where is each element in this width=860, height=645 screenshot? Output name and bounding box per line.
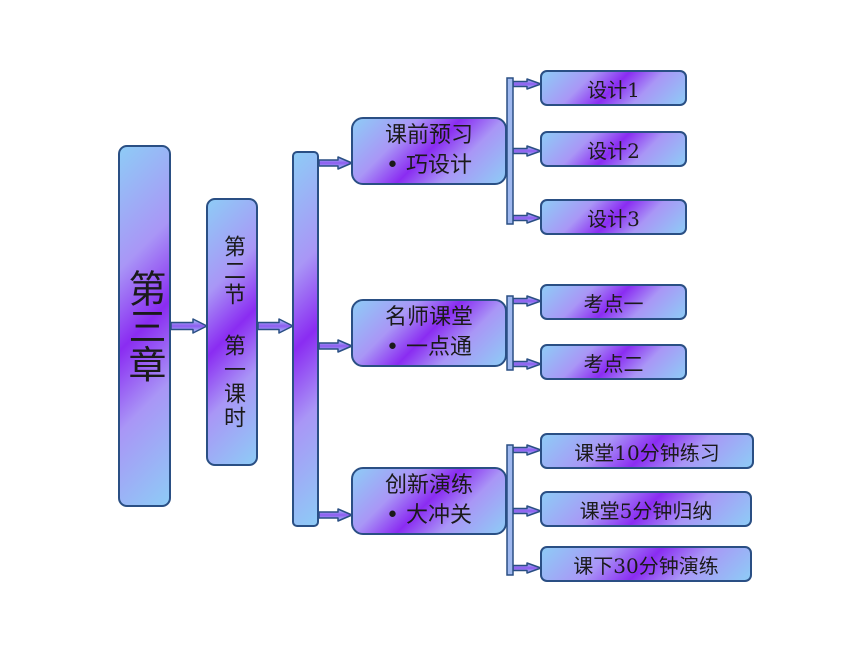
leaf-label: 设计3 [587,206,640,231]
leaf-label: 课堂5分钟归纳 [579,498,713,523]
arrow-to-homework-30min [512,562,542,574]
group-title-practice: 创新演练 [384,473,473,498]
group-subtitle-practice: • 大冲关 [386,503,472,528]
arrow-to-design-1 [512,78,542,90]
arrow-to-practice-10min [512,444,542,456]
leaf-label: 设计1 [587,77,640,102]
group-title-classroom: 名师课堂 [384,305,473,330]
arrow-to-design-2 [512,145,542,157]
leaf-label: 课下30分钟演练 [573,553,719,578]
group-box-classroom[interactable]: 名师课堂 • 一点通 [351,299,507,367]
bracket-practice [506,444,514,576]
arrow-section-to-bar [257,318,294,334]
chapter-label: 第三章 [122,269,166,383]
section-box[interactable]: 第二节 第一课时 [206,198,258,466]
leaf-homework-30min[interactable]: 课下30分钟演练 [540,546,752,582]
arrow-bar-to-preview [318,156,353,170]
leaf-key-point-1[interactable]: 考点一 [540,284,687,320]
leaf-summary-5min[interactable]: 课堂5分钟归纳 [540,491,752,527]
leaf-design-1[interactable]: 设计1 [540,70,687,106]
arrow-to-key-point-1 [512,295,542,307]
leaf-design-3[interactable]: 设计3 [540,199,687,235]
section-label: 第二节 第一课时 [220,234,245,430]
group-subtitle-classroom: • 一点通 [386,335,472,360]
leaf-label: 设计2 [587,138,640,163]
group-subtitle-preview: • 巧设计 [386,153,472,178]
leaf-key-point-2[interactable]: 考点二 [540,344,687,380]
arrow-bar-to-practice [318,508,353,522]
chapter-box[interactable]: 第三章 [118,145,171,507]
branch-bar [292,151,319,527]
leaf-label: 课堂10分钟练习 [574,440,720,465]
leaf-label: 考点二 [583,351,644,376]
bracket-classroom [506,295,514,371]
leaf-practice-10min[interactable]: 课堂10分钟练习 [540,433,754,469]
group-box-practice[interactable]: 创新演练 • 大冲关 [351,467,507,535]
arrow-to-design-3 [512,212,542,224]
arrow-bar-to-classroom [318,339,353,353]
bracket-preview [506,77,514,225]
leaf-design-2[interactable]: 设计2 [540,131,687,167]
leaf-label: 考点一 [583,291,644,316]
group-box-preview[interactable]: 课前预习 • 巧设计 [351,117,507,185]
arrow-chapter-to-section [170,318,208,334]
arrow-to-summary-5min [512,505,542,517]
group-title-preview: 课前预习 [384,123,473,148]
arrow-to-key-point-2 [512,358,542,370]
